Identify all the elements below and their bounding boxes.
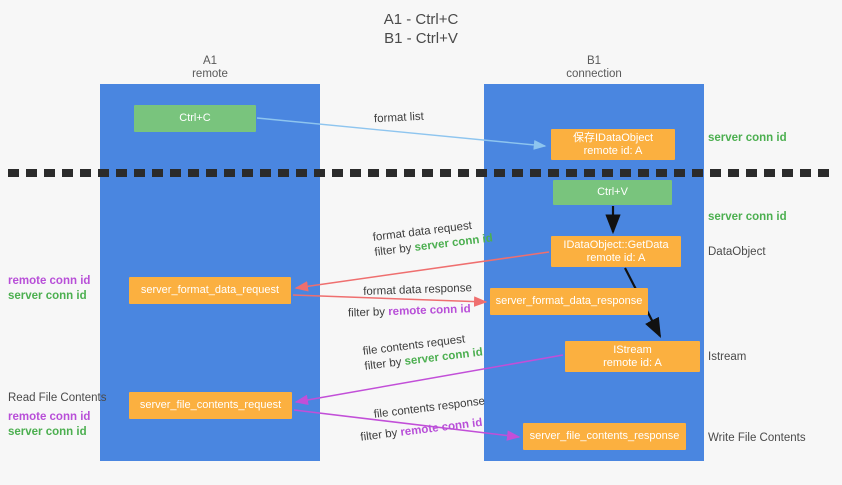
node-save-idataobject-label: 保存IDataObject [572, 131, 654, 144]
edge-label-file-contents-request: file contents request filter by server c… [362, 331, 484, 375]
node-ctrl-v-label: Ctrl+V [597, 186, 628, 198]
node-ctrl-c[interactable]: Ctrl+C [134, 105, 256, 132]
lane-a1-name: A1 [202, 55, 218, 67]
side-label-istream: Istream [708, 351, 747, 363]
lane-a1-subtitle: remote [192, 68, 228, 80]
node-istream-label: IStream [613, 343, 652, 356]
lane-b1-name: B1 [586, 55, 602, 67]
side-label-server-conn-id-mid: server conn id [708, 211, 787, 223]
node-server-format-data-response[interactable]: server_format_data_response [490, 288, 648, 315]
side-label-group-left-top: remote conn id server conn id [8, 274, 90, 304]
node-server-file-contents-response[interactable]: server_file_contents_response [523, 423, 686, 450]
title-line-2: B1 - Ctrl+V [384, 30, 458, 47]
node-save-idataobject[interactable]: 保存IDataObject remote id: A [551, 129, 675, 160]
edge-label-format-data-response: format data response filter by remote co… [348, 281, 473, 321]
node-save-idataobject-sub: remote id: A [583, 144, 643, 157]
page-title: A1 - Ctrl+C B1 - Ctrl+V [0, 10, 842, 48]
node-server-format-data-request[interactable]: server_format_data_request [129, 277, 291, 304]
node-idataobject-getdata-sub: remote id: A [586, 251, 646, 264]
node-ctrl-v[interactable]: Ctrl+V [553, 180, 672, 205]
side-label-remote-conn-id-1: remote conn id [8, 275, 91, 287]
node-idataobject-getdata-label: IDataObject::GetData [563, 238, 669, 251]
node-ctrl-c-label: Ctrl+C [179, 112, 211, 124]
edge-label-format-data-response-filter: filter by remote conn id [347, 303, 471, 320]
side-label-dataobject: DataObject [708, 246, 766, 258]
node-server-file-contents-response-label: server_file_contents_response [529, 430, 680, 442]
edge-label-format-list-text: format list [373, 110, 425, 126]
lane-header-a1: A1 remote [100, 55, 320, 81]
node-idataobject-getdata[interactable]: IDataObject::GetData remote id: A [551, 236, 681, 267]
side-label-remote-conn-id-2: remote conn id [8, 411, 91, 423]
side-label-server-conn-id-2: server conn id [8, 426, 87, 438]
node-server-file-contents-request[interactable]: server_file_contents_request [129, 392, 292, 419]
side-label-server-conn-id-top: server conn id [708, 132, 787, 144]
node-istream-sub: remote id: A [603, 356, 662, 369]
node-server-format-data-response-label: server_format_data_response [495, 295, 643, 307]
node-server-file-contents-request-label: server_file_contents_request [139, 399, 282, 411]
side-label-server-conn-id-1: server conn id [8, 290, 87, 302]
side-label-group-left-bottom: Read File Contents remote conn id server… [8, 391, 106, 440]
edge-label-format-list: format list [374, 110, 425, 128]
edge-label-format-data-request: format data request filter by server con… [372, 217, 494, 261]
lane-b1-subtitle: connection [566, 68, 622, 80]
side-label-write-file-contents: Write File Contents [708, 432, 806, 444]
title-line-1: A1 - Ctrl+C [383, 11, 459, 28]
side-label-read-file-contents: Read File Contents [8, 392, 107, 404]
edge-label-file-contents-response: file contents response filter by remote … [360, 394, 488, 443]
node-server-format-data-request-label: server_format_data_request [140, 284, 280, 296]
edge-label-format-data-response-text: format data response [363, 282, 473, 298]
lane-header-b1: B1 connection [484, 55, 704, 81]
node-istream[interactable]: IStream remote id: A [565, 341, 700, 372]
